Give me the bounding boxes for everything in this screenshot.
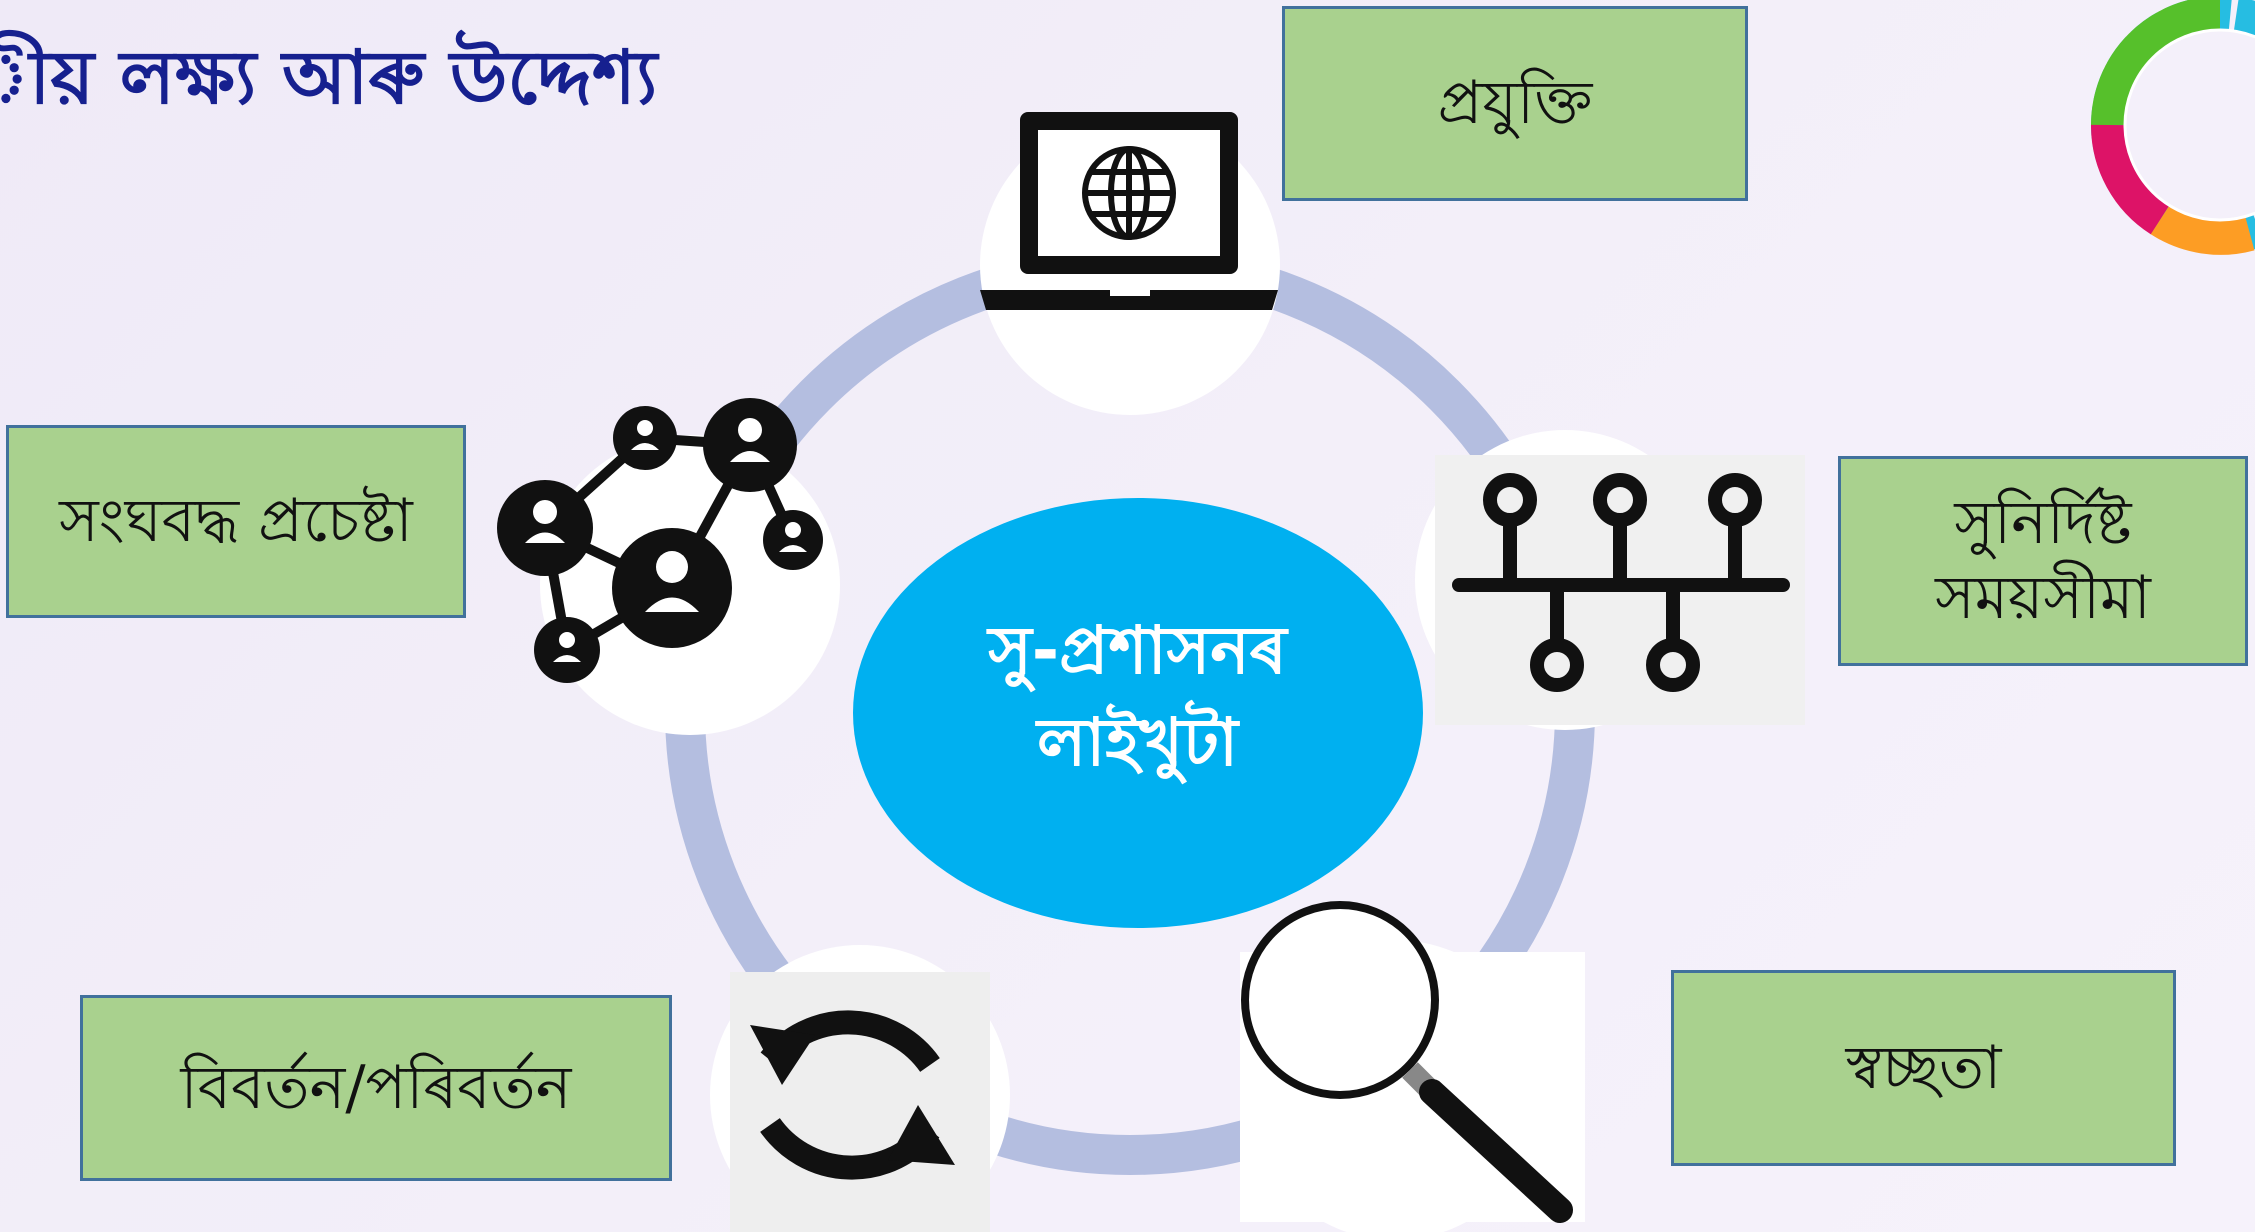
label-timeline-line1: সুনিৰ্দিষ্ট (1954, 488, 2132, 558)
center-ellipse (853, 498, 1423, 928)
people-network-icon (497, 398, 823, 683)
branching-timeline-icon (1435, 455, 1805, 725)
center-label: সু-প্ৰশাসনৰ লাইখুটা (860, 605, 1415, 790)
label-evolution: বিবৰ্তন/পৰিবৰ্তন (80, 995, 672, 1181)
center-label-line1: সু-প্ৰশাসনৰ (988, 612, 1287, 689)
refresh-cycle-icon (730, 972, 990, 1232)
page-title: ীয় লক্ষ্য আৰু উদ্দেশ্য (0, 35, 658, 121)
label-transparency: স্বচ্ছতা (1671, 970, 2176, 1166)
label-evolution-text: বিবৰ্তন/পৰিবৰ্তন (180, 1052, 572, 1123)
label-timeline: সুনিৰ্দিষ্ট সময়সীমা (1838, 456, 2248, 666)
center-label-line2: লাইখুটা (1036, 704, 1239, 782)
label-technology-text: প্ৰযুক্তি (1437, 68, 1593, 138)
sdg-wheel-logo (2090, 0, 2255, 255)
laptop-globe-icon (980, 112, 1278, 310)
magnifying-glass-icon (1240, 901, 1585, 1223)
label-technology: প্ৰযুক্তি (1282, 6, 1748, 201)
label-transparency-text: স্বচ্ছতা (1845, 1032, 2002, 1103)
label-organized-effort-text: সংঘবদ্ধ প্ৰচেষ্টা (59, 486, 413, 556)
label-organized-effort: সংঘবদ্ধ প্ৰচেষ্টা (6, 425, 466, 618)
label-timeline-line2: সময়সীমা (1935, 563, 2151, 633)
